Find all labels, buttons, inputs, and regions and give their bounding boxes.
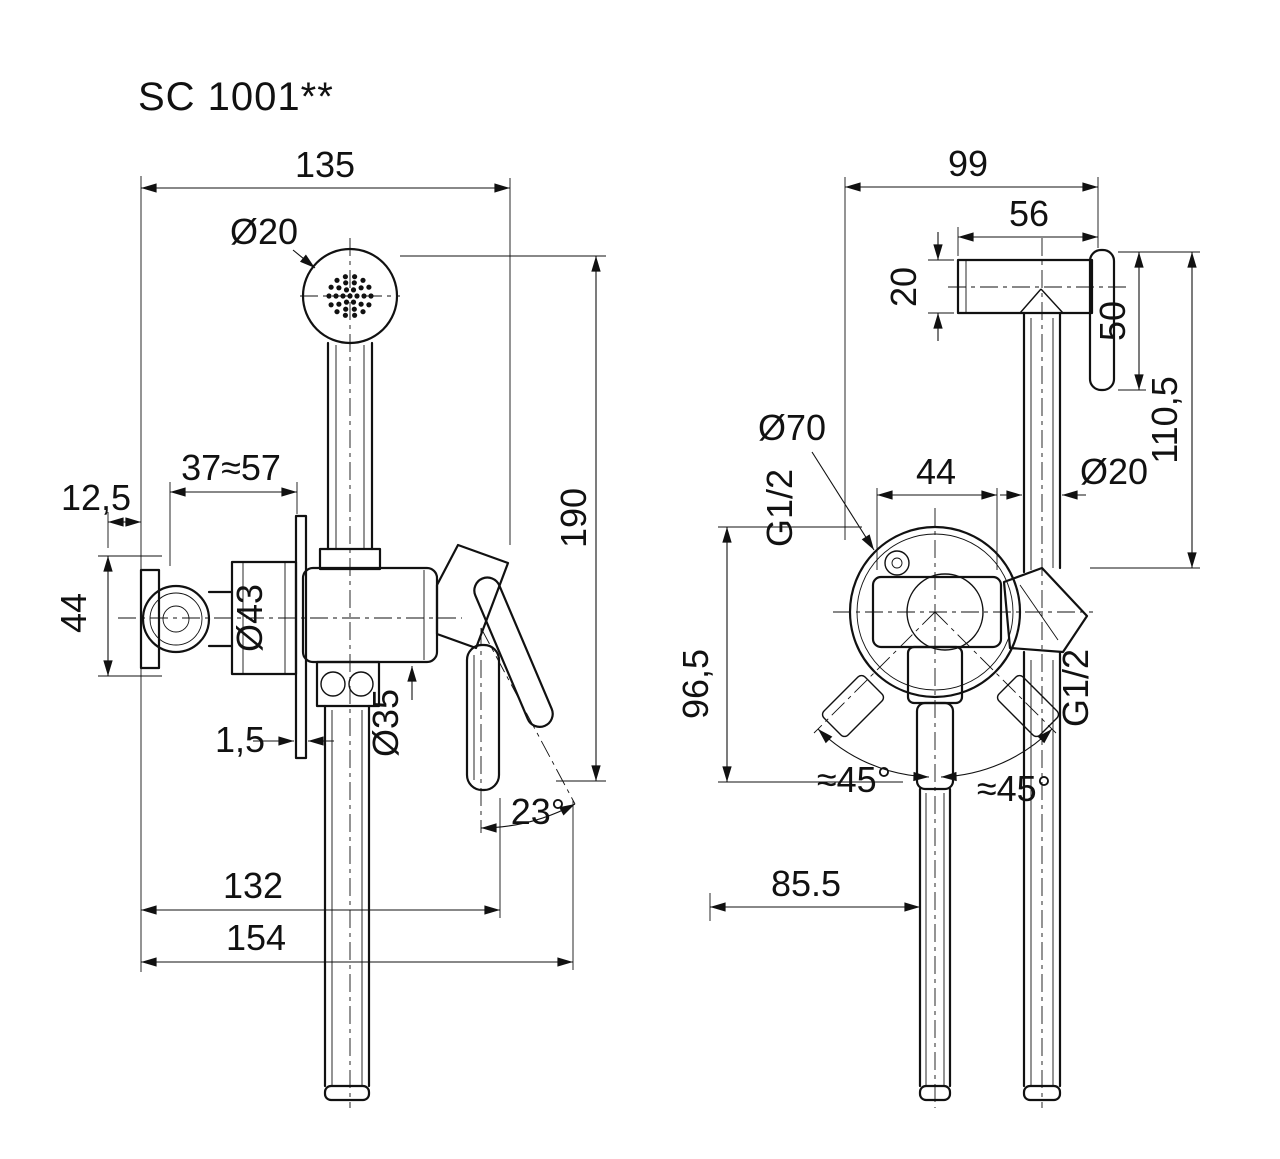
spray-face-circle <box>301 247 399 345</box>
dim-label-12-5: 12,5 <box>61 477 131 518</box>
dim-label-d20-front: Ø20 <box>230 211 298 252</box>
grip-tube-side <box>1022 311 1062 574</box>
dim-d35: Ø35 <box>365 666 417 757</box>
wall-plate-edge <box>294 514 308 760</box>
dim-label-d43: Ø43 <box>229 584 270 652</box>
front-centerlines <box>118 238 576 1108</box>
dim-label-99: 99 <box>948 143 988 184</box>
valve-body-front <box>301 566 439 664</box>
hose-nut-front <box>315 660 381 708</box>
dim-label-d70: Ø70 <box>758 407 826 448</box>
drawing-title: SC 1001** <box>138 75 334 119</box>
hose-front <box>315 660 381 1102</box>
dim-132: 132 <box>141 798 501 918</box>
dim-d20-side: Ø20 <box>1000 451 1148 500</box>
dim-135: 135 <box>140 144 511 972</box>
side-centerlines <box>813 238 1126 1108</box>
left-hose-end-cap <box>918 1084 952 1102</box>
dim-label-50: 50 <box>1092 301 1133 341</box>
shower-head-spray-face <box>301 247 399 345</box>
dim-23deg: 23° <box>480 791 576 833</box>
escutcheon-circle <box>848 525 1022 699</box>
shower-head-side <box>956 258 1094 315</box>
dim-d20-front: Ø20 <box>230 211 316 269</box>
dim-label-45-left: ≈45° <box>817 759 891 800</box>
side-view: 99 56 20 50 110,5 <box>675 143 1200 1108</box>
dim-110-5: 110,5 <box>1090 252 1200 569</box>
dim-label-23deg: 23° <box>511 791 565 832</box>
dim-12-5: 12,5 <box>61 477 141 548</box>
dim-label-190: 190 <box>553 488 594 548</box>
dim-label-44-front: 44 <box>53 593 94 633</box>
dim-label-d20-side: Ø20 <box>1080 451 1148 492</box>
dim-99: 99 <box>844 143 1099 540</box>
dim-d70: Ø70 <box>758 407 875 551</box>
dim-label-96-5: 96,5 <box>675 649 716 719</box>
dim-1-5: 1,5 <box>215 719 334 760</box>
grip-pipe-front <box>318 341 382 571</box>
dim-44-side: 44 <box>876 451 998 570</box>
handle-hub <box>435 543 510 650</box>
dim-label-154: 154 <box>226 917 286 958</box>
dim-label-110-5: 110,5 <box>1144 376 1185 463</box>
dim-45deg: ≈45° ≈45° <box>817 728 1053 809</box>
hose-end-cap <box>323 1084 371 1102</box>
dim-85-5: 85.5 <box>709 863 920 921</box>
inlet-assembly-front <box>139 560 298 676</box>
dim-label-37-57: 37≈57 <box>181 447 281 488</box>
dim-label-20: 20 <box>883 267 924 307</box>
dim-label-56: 56 <box>1009 193 1049 234</box>
dim-154: 154 <box>141 800 574 970</box>
alternate-hose-stubs <box>821 674 1060 738</box>
dim-label-135: 135 <box>295 144 355 185</box>
dim-44-front: 44 <box>53 555 162 677</box>
dim-label-1-5: 1,5 <box>215 719 265 760</box>
dim-20-side: 20 <box>883 232 954 341</box>
front-view: 135 Ø20 190 37≈57 12,5 <box>53 144 606 1108</box>
label-g12-inlet: G1/2 <box>759 469 800 547</box>
dim-50: 50 <box>1092 251 1200 391</box>
dim-label-44-side: 44 <box>916 451 956 492</box>
cartridge-housing <box>230 560 298 676</box>
dim-56: 56 <box>957 193 1098 256</box>
dim-label-45-right: ≈45° <box>977 768 1051 809</box>
right-hose-end-cap <box>1022 1084 1062 1102</box>
dim-label-132: 132 <box>223 865 283 906</box>
indicator-cap <box>884 550 910 576</box>
dim-label-d35: Ø35 <box>365 689 406 757</box>
inlet-thread-outer <box>141 584 211 654</box>
dim-96-5: 96,5 <box>675 526 903 783</box>
dim-37-57: 37≈57 <box>169 447 298 566</box>
holder-bracket <box>1088 248 1116 392</box>
valve-end-on <box>848 525 1022 699</box>
outlet-spout-front <box>465 643 501 792</box>
label-g12-outlet: G1/2 <box>1055 649 1096 727</box>
dim-label-85-5: 85.5 <box>771 863 841 904</box>
head-body-side <box>956 258 1094 315</box>
handle-grip <box>473 576 554 728</box>
handle-lever-front <box>435 543 554 728</box>
dim-190: 190 <box>400 255 606 782</box>
